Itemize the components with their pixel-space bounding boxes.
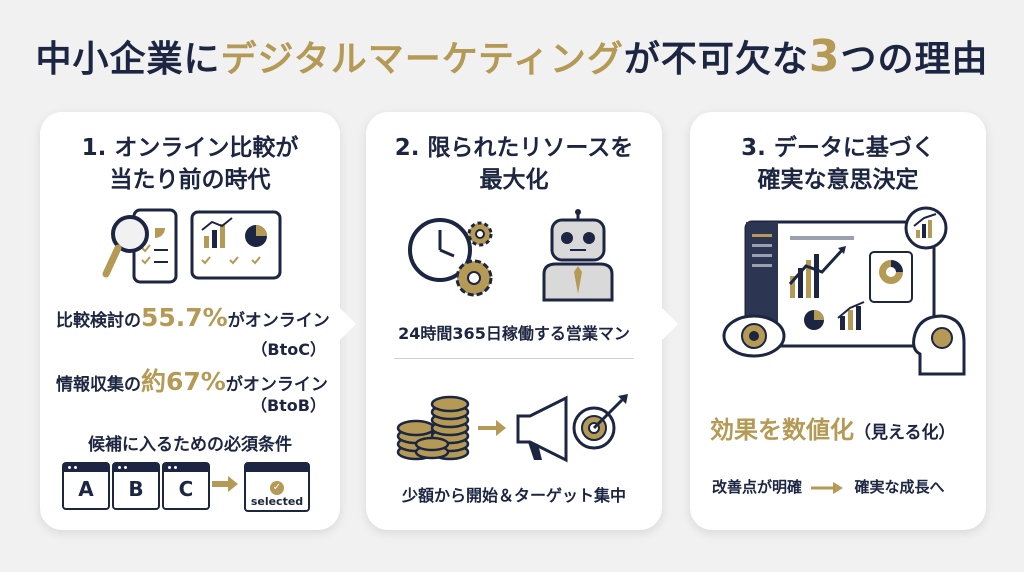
card3-title-line1: 3. データに基づく [741, 135, 935, 161]
option-label-c: C [178, 477, 194, 501]
card-arrow-1 [340, 308, 356, 340]
stat1-suffix: がオンライン [227, 311, 330, 331]
title-part1: 中小企業に [35, 39, 221, 80]
reason-card-3: 3. データに基づく 確実な意思決定 [690, 112, 986, 530]
robot-salesman-icon [542, 209, 614, 302]
stat1-value: 55.7% [141, 303, 228, 332]
title-part2: デジタルマーケティング [220, 39, 624, 80]
stat1-note: （BtoC） [251, 340, 326, 359]
stat1-prefix: 比較検討の [56, 311, 141, 331]
card3-title-line2: 確実な意思決定 [757, 167, 919, 193]
stat2-prefix: 情報収集の [56, 375, 141, 395]
coins-megaphone-icon [396, 394, 628, 463]
title-part5: つの理由 [840, 39, 989, 80]
flow-to: 確実な成長へ [854, 478, 945, 496]
reason-card-1: 1. オンライン比較が 当たり前の時代 比較検討の55.7%がオンライン （Bt… [40, 112, 340, 530]
stat2-line: 情報収集の約67%がオンライン [56, 362, 328, 398]
selected-card: ✓ selected [244, 462, 310, 512]
option-card-b: B [112, 462, 160, 510]
stat1-line: 比較検討の55.7%がオンライン [56, 303, 330, 332]
tablet-chart-icon [190, 210, 282, 280]
card1-title: 1. オンライン比較が 当たり前の時代 [40, 132, 340, 196]
check-circle-icon: ✓ [270, 481, 284, 495]
arrow-right-icon [811, 481, 844, 494]
flow-from: 改善点が明確 [712, 478, 803, 496]
card1-title-line1: 1. オンライン比較が [81, 135, 299, 161]
card3-headline-line: 効果を数値化（見える化） [710, 410, 956, 445]
page-title: 中小企業にデジタルマーケティングが不可欠な3つの理由 [0, 30, 1024, 82]
card-arrow-2 [662, 308, 678, 340]
title-part3: が不可欠な [623, 39, 809, 80]
option-label-a: A [78, 477, 94, 501]
dashboard-analytics-icon [722, 206, 966, 376]
card2-caption2: 少額から開始＆ターゲット集中 [401, 486, 626, 505]
stat2-note: （BtoB） [250, 396, 326, 415]
option-label-b: B [128, 477, 144, 501]
stat2-value: 約67% [141, 367, 226, 396]
option-card-a: A [62, 462, 110, 510]
card3-headline: 効果を数値化 [710, 416, 854, 444]
card2-title-line1: 2. 限られたリソースを [394, 135, 634, 161]
card3-headline-note: （見える化） [854, 423, 956, 443]
option-card-c: C [162, 462, 210, 510]
card3-flow: 改善点が明確 確実な成長へ [712, 476, 945, 497]
requirement-text: 候補に入るための必須条件 [88, 435, 292, 455]
card2-divider [394, 358, 634, 359]
magnifier-phone-icon [102, 208, 178, 284]
reason-card-2: 2. 限られたリソースを 最大化 24時間365日稼働する営業マン [366, 112, 662, 530]
arrow-right-icon [212, 476, 238, 492]
card2-title-line2: 最大化 [479, 167, 549, 193]
clock-gear-icon [408, 218, 493, 297]
card1-title-line2: 当たり前の時代 [109, 167, 271, 193]
title-part4: 3 [808, 31, 841, 82]
card2-title: 2. 限られたリソースを 最大化 [366, 132, 662, 196]
selected-label: selected [250, 495, 304, 508]
card3-title: 3. データに基づく 確実な意思決定 [690, 132, 986, 196]
card2-caption1: 24時間365日稼働する営業マン [398, 324, 630, 343]
stat2-suffix: がオンライン [225, 375, 328, 395]
